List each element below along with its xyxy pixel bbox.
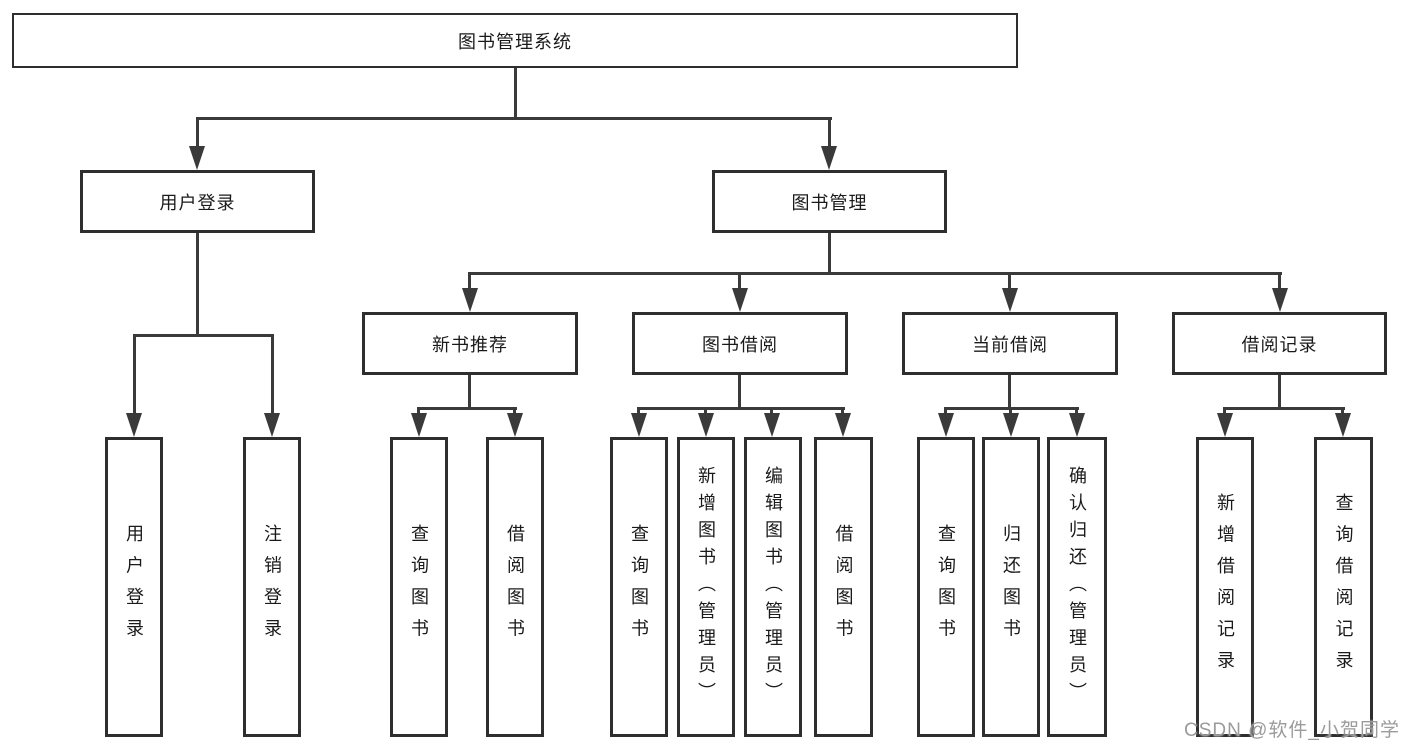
connector-current-drop-3 <box>1075 407 1078 417</box>
connector-records-bar <box>1223 407 1345 410</box>
connector-borrow-drop-4 <box>841 407 844 417</box>
leaf-add-books-admin-label: 新增图书（管理员） <box>696 465 716 709</box>
node-user-login: 用户登录 <box>80 170 315 233</box>
connector-recommend-drop-1 <box>417 407 420 417</box>
leaf-query-books-3: 查询图书 <box>917 437 975 737</box>
arrow-to-edit-books-admin <box>764 413 780 437</box>
connector-login-stem <box>196 233 199 337</box>
connector-current-drop-2 <box>1009 407 1012 417</box>
arrow-to-user-login <box>189 146 205 170</box>
arrow-to-query-books-1 <box>411 413 427 437</box>
arrow-to-add-books-admin <box>698 413 714 437</box>
connector-root-drop-left <box>196 117 199 149</box>
node-user-login-label: 用户登录 <box>159 192 236 213</box>
node-root-label: 图书管理系统 <box>458 31 572 52</box>
connector-mgmt-stem <box>828 233 831 275</box>
arrow-to-current-borrow <box>1002 288 1018 312</box>
leaf-edit-books-admin-label: 编辑图书（管理员） <box>763 465 783 709</box>
leaf-query-books-3-label: 查询图书 <box>936 524 956 650</box>
leaf-confirm-return-admin-label: 确认归还（管理员） <box>1067 465 1087 709</box>
leaf-query-books-1-label: 查询图书 <box>409 524 429 650</box>
node-current-borrow-label: 当前借阅 <box>972 334 1048 355</box>
leaf-logout-label: 注销登录 <box>262 524 282 650</box>
arrow-to-query-books-3 <box>938 413 954 437</box>
leaf-edit-books-admin: 编辑图书（管理员） <box>744 437 802 737</box>
leaf-logout: 注销登录 <box>243 437 301 737</box>
arrow-to-book-borrow <box>732 288 748 312</box>
node-current-borrow: 当前借阅 <box>902 312 1118 375</box>
node-borrow-records: 借阅记录 <box>1172 312 1387 375</box>
leaf-query-borrow-record-label: 查询借阅记录 <box>1333 492 1354 682</box>
connector-login-drop-2 <box>271 334 274 416</box>
arrow-to-return-books <box>1003 413 1019 437</box>
arrow-to-query-borrow-record <box>1335 413 1351 437</box>
connector-borrow-drop-2 <box>704 407 707 417</box>
connector-mgmt-drop-3 <box>1008 272 1011 292</box>
node-book-borrow: 图书借阅 <box>632 312 848 375</box>
leaf-borrow-books-1: 借阅图书 <box>486 437 544 737</box>
arrow-to-confirm-return-admin <box>1069 413 1085 437</box>
connector-recommend-bar <box>417 407 517 410</box>
connector-current-drop-1 <box>944 407 947 417</box>
arrow-to-borrow-records <box>1272 288 1288 312</box>
leaf-user-login-label: 用户登录 <box>124 524 144 650</box>
leaf-borrow-books-1-label: 借阅图书 <box>505 524 525 650</box>
connector-current-stem <box>1008 375 1011 409</box>
connector-records-stem <box>1278 375 1281 409</box>
connector-mgmt-bar <box>468 272 1282 275</box>
node-book-borrow-label: 图书借阅 <box>702 334 778 355</box>
arrow-to-borrow-books-1 <box>507 413 523 437</box>
leaf-add-books-admin: 新增图书（管理员） <box>677 437 735 737</box>
arrow-to-leaf-user-login <box>126 413 142 437</box>
node-book-management-label: 图书管理 <box>791 192 868 213</box>
node-root: 图书管理系统 <box>12 13 1018 68</box>
connector-recommend-drop-2 <box>513 407 516 417</box>
connector-mgmt-drop-1 <box>468 272 471 292</box>
csdn-watermark: CSDN @软件_小贺同学 <box>1184 720 1400 741</box>
arrow-to-book-management <box>821 146 837 170</box>
leaf-add-borrow-record-label: 新增借阅记录 <box>1215 492 1235 682</box>
arrow-to-borrow-books-2 <box>835 413 851 437</box>
leaf-query-books-2-label: 查询图书 <box>629 524 649 650</box>
leaf-borrow-books-2-label: 借阅图书 <box>833 524 854 650</box>
leaf-query-borrow-record: 查询借阅记录 <box>1314 437 1373 737</box>
connector-records-drop-2 <box>1341 407 1344 417</box>
node-book-management: 图书管理 <box>712 170 947 233</box>
connector-login-drop-1 <box>133 334 136 416</box>
connector-borrow-drop-3 <box>770 407 773 417</box>
connector-recommend-stem <box>468 375 471 409</box>
leaf-confirm-return-admin: 确认归还（管理员） <box>1047 437 1107 737</box>
connector-root-stem <box>514 68 517 119</box>
node-borrow-records-label: 借阅记录 <box>1241 334 1318 355</box>
leaf-add-borrow-record: 新增借阅记录 <box>1196 437 1254 737</box>
node-new-book-recommend: 新书推荐 <box>362 312 578 375</box>
arrow-to-query-books-2 <box>631 413 647 437</box>
connector-root-drop-right <box>828 117 831 149</box>
connector-mgmt-drop-4 <box>1278 272 1281 292</box>
arrow-to-add-borrow-record <box>1217 413 1233 437</box>
arrow-to-leaf-logout <box>264 413 280 437</box>
leaf-borrow-books-2: 借阅图书 <box>814 437 873 737</box>
connector-records-drop-1 <box>1223 407 1226 417</box>
leaf-return-books-label: 归还图书 <box>1001 524 1021 650</box>
connector-root-bar <box>196 117 832 120</box>
connector-borrow-stem <box>738 375 741 409</box>
connector-login-bar <box>133 334 274 337</box>
connector-borrow-bar <box>637 407 845 410</box>
connector-mgmt-drop-2 <box>738 272 741 292</box>
connector-borrow-drop-1 <box>637 407 640 417</box>
node-new-book-recommend-label: 新书推荐 <box>432 334 508 355</box>
leaf-query-books-1: 查询图书 <box>390 437 448 737</box>
leaf-user-login: 用户登录 <box>105 437 163 737</box>
leaf-query-books-2: 查询图书 <box>610 437 668 737</box>
arrow-to-new-book-recommend <box>462 288 478 312</box>
leaf-return-books: 归还图书 <box>982 437 1040 737</box>
